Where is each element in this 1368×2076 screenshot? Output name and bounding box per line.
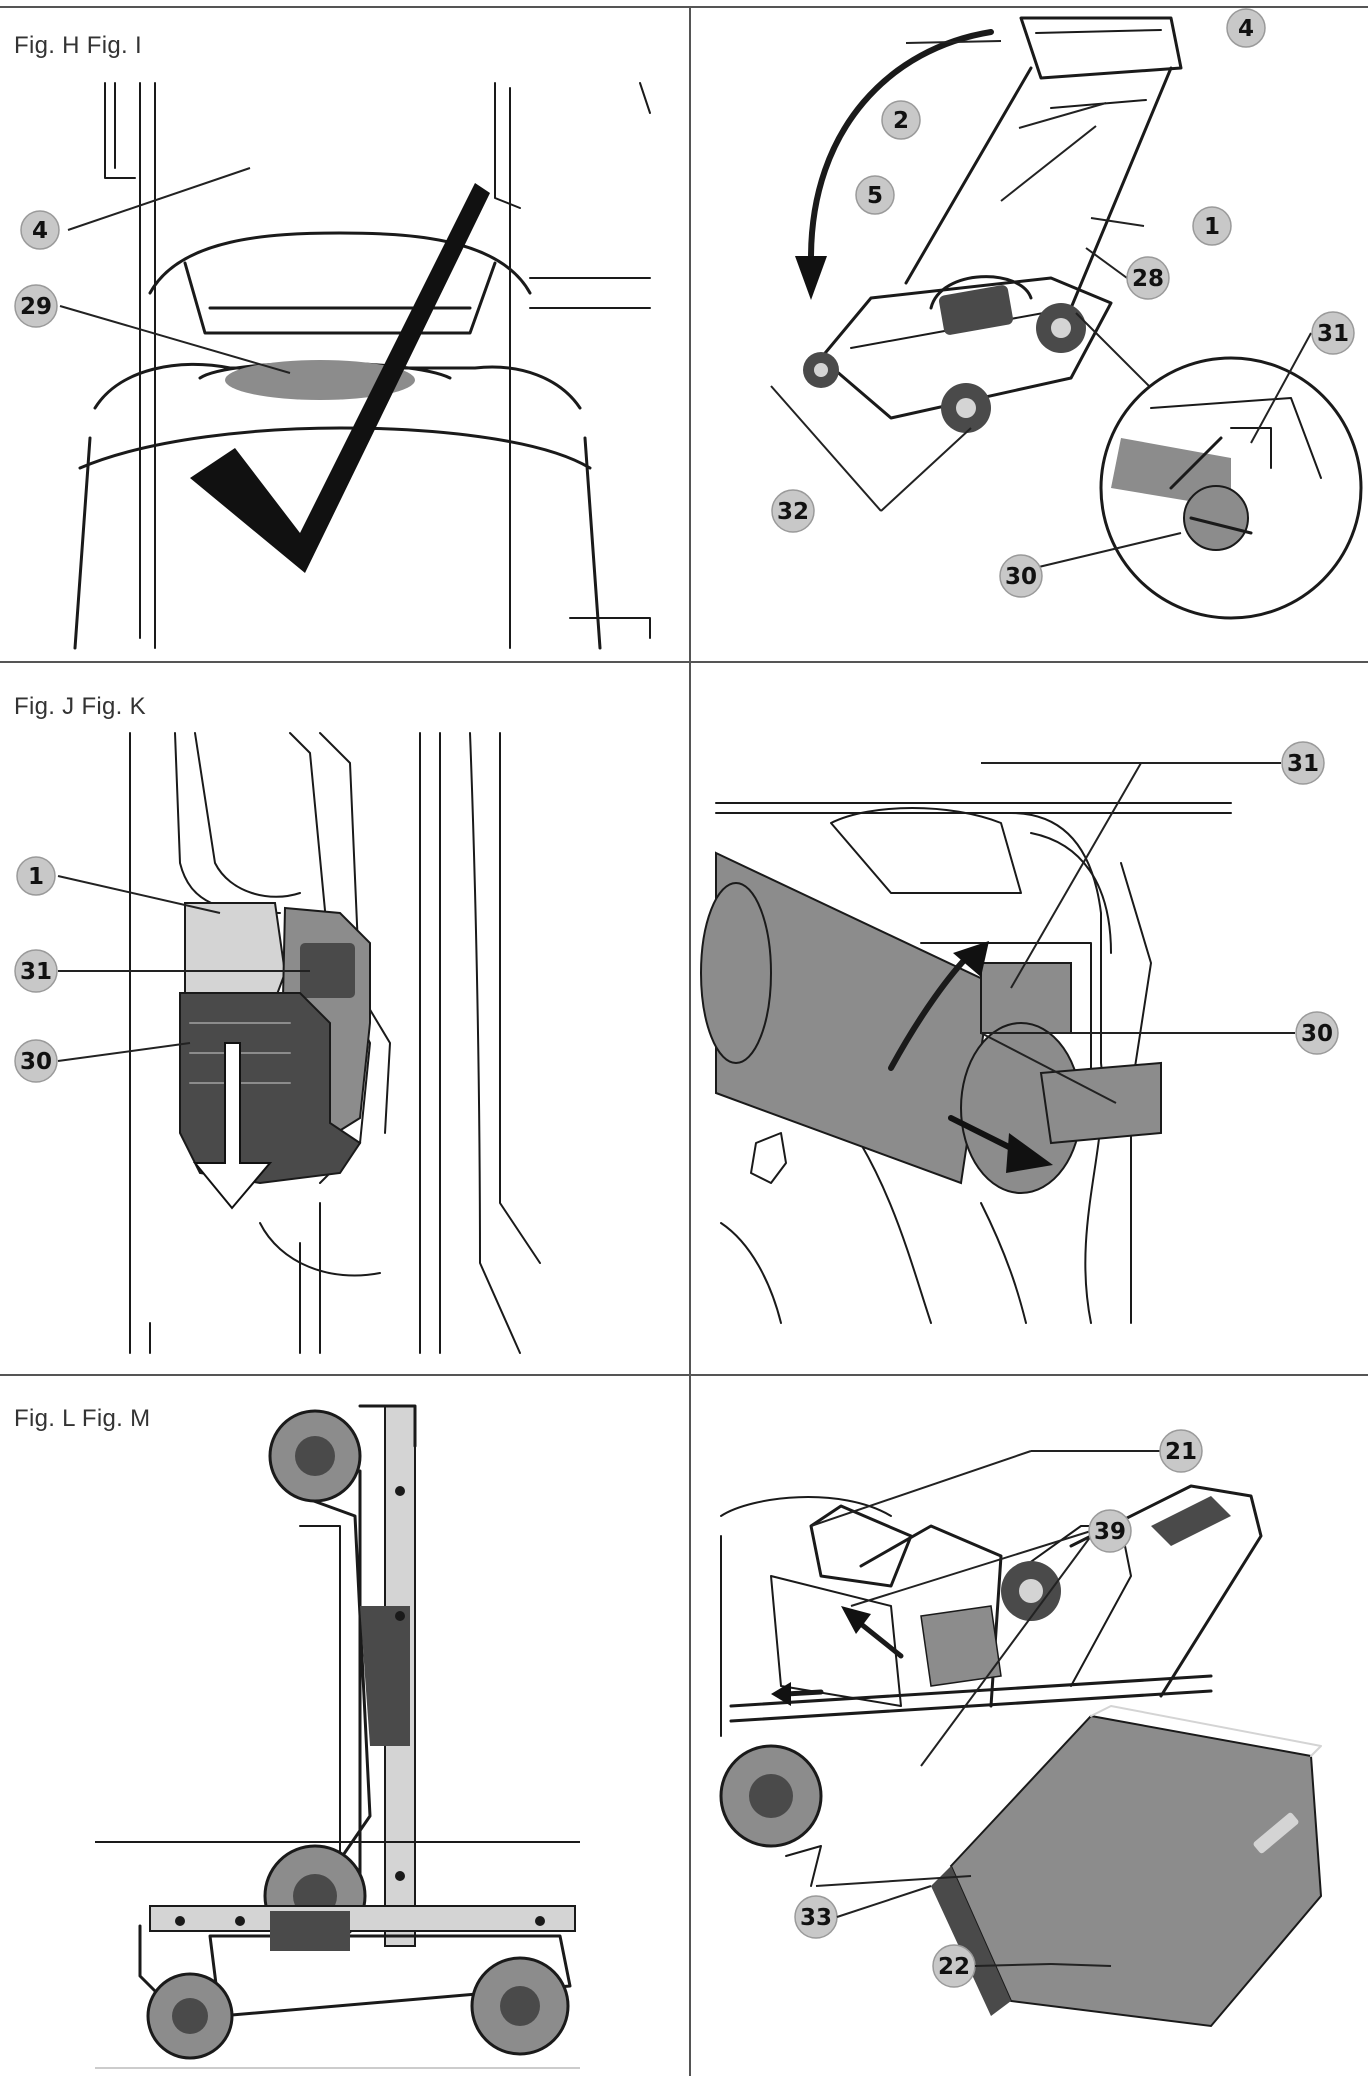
callout-2: 2 [881,100,921,140]
handle-frame-drawing [104,82,651,649]
folded-mower-drawing [138,1905,576,2060]
insert-arrowhead-icon [841,1606,871,1634]
grid-row-divider-1 [0,661,1368,663]
figure-j: 1 31 30 [0,663,689,1374]
tube-end-shape [700,882,772,1064]
callout-30: 30 [14,1039,58,1083]
svg-text:4: 4 [1238,16,1254,42]
callout-30: 30 [1295,1011,1339,1055]
caption-fig-h-i: Fig. H Fig. I [14,32,142,59]
fold-arrowhead-icon [795,256,827,300]
mower-rear-drawing [719,1484,1263,1887]
callout-1: 1 [16,856,56,896]
grass-bag-front-shape [931,1866,1011,2016]
lever-30-shape [1039,1061,1162,1145]
mower-drawing [803,16,1183,433]
svg-text:31: 31 [20,959,52,985]
svg-text:2: 2 [893,108,909,134]
figure-h: 4 29 [0,8,689,661]
detail-inset-drawing [1099,356,1363,620]
callout-39: 39 [1088,1509,1132,1553]
callout-29: 29 [14,284,58,328]
figure-l [0,1376,689,2076]
upright-mower-drawing [263,1404,417,1948]
caption-fig-l-m: Fig. L Fig. M [14,1405,151,1432]
svg-text:21: 21 [1165,1439,1197,1465]
svg-text:30: 30 [1005,564,1037,590]
callout-32: 32 [771,489,815,533]
grid-row-divider-2 [0,1374,1368,1376]
callout-31: 31 [1311,311,1355,355]
callout-4: 4 [20,210,60,250]
pull-down-arrow-icon [192,1042,273,1210]
svg-text:22: 22 [938,1954,970,1980]
checkmark-icon [190,183,490,573]
callout-21: 21 [1159,1429,1203,1473]
rotate-arrowhead-icon [953,941,989,977]
svg-text:28: 28 [1132,266,1164,292]
lock-tab-31-shape [980,962,1072,1034]
indicator-29-shape [225,360,415,400]
svg-text:4: 4 [32,218,48,244]
callout-22: 22 [932,1944,976,1988]
svg-text:30: 30 [20,1049,52,1075]
callout-5: 5 [855,175,895,215]
svg-text:1: 1 [28,864,44,890]
figure-k: 31 30 [691,663,1368,1374]
svg-text:1: 1 [1204,214,1220,240]
svg-text:29: 29 [20,294,52,320]
svg-text:39: 39 [1094,1519,1126,1545]
svg-text:30: 30 [1301,1021,1333,1047]
handle-top-drawing [73,231,602,650]
left-arrowhead-icon [771,1682,791,1706]
callout-1: 1 [1192,206,1232,246]
pull-arrowhead-icon [1006,1133,1053,1173]
svg-text:31: 31 [1287,751,1319,777]
fold-arrow-icon [808,29,994,261]
left-arrow-icon [783,1689,824,1697]
svg-text:33: 33 [800,1905,832,1931]
lock-tab-31-shape [300,943,355,998]
figure-i: 4 2 5 1 28 31 32 30 [691,8,1368,661]
grass-bag-shape [949,1714,1323,2028]
caption-fig-j-k: Fig. J Fig. K [14,693,146,720]
callout-31: 31 [1281,741,1325,785]
grid-top-border [0,6,1368,8]
bag-handle-slot-shape [1253,1812,1299,1854]
grid-vertical-divider [689,6,691,2076]
callout-4: 4 [1226,8,1266,48]
callout-30: 30 [999,554,1043,598]
callout-28: 28 [1126,256,1170,300]
svg-text:5: 5 [867,183,883,209]
figure-m: 21 39 33 22 [691,1376,1368,2076]
svg-text:32: 32 [777,499,809,525]
svg-text:31: 31 [1317,321,1349,347]
callout-33: 33 [794,1895,838,1939]
callout-31: 31 [14,949,58,993]
